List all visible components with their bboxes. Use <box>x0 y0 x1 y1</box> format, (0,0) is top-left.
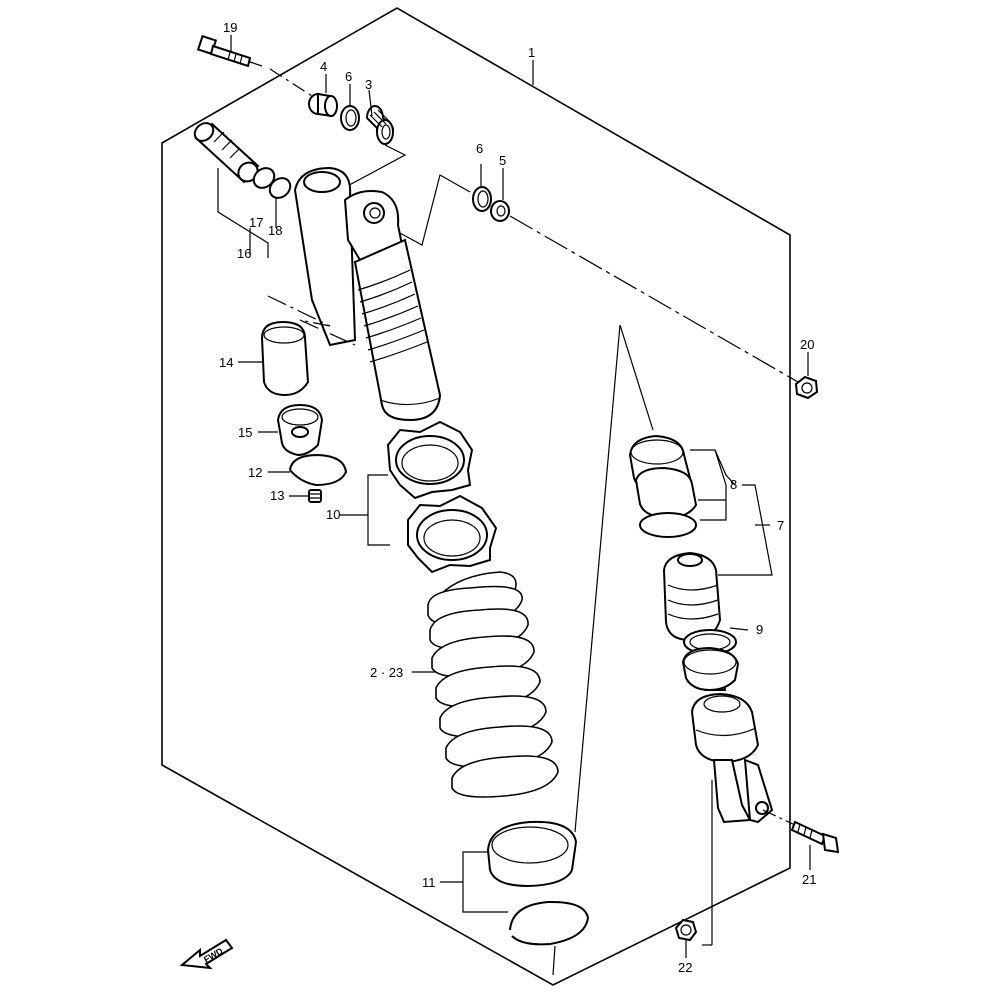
lower-clevis[interactable] <box>690 692 774 824</box>
stopper-ring-11[interactable] <box>509 900 590 946</box>
shock-absorber-body[interactable] <box>293 166 442 422</box>
o-ring-17[interactable] <box>250 164 278 192</box>
label-7: 7 <box>777 518 784 533</box>
label-14: 14 <box>219 355 233 370</box>
label-3: 3 <box>365 77 372 92</box>
label-20: 20 <box>800 337 814 352</box>
assembly-boundary <box>161 7 791 986</box>
collar-5[interactable] <box>490 200 510 222</box>
label-1: 1 <box>528 45 535 60</box>
label-5: 5 <box>499 153 506 168</box>
label-13: 13 <box>270 488 284 503</box>
nut-20[interactable] <box>794 375 819 400</box>
label-4: 4 <box>320 59 327 74</box>
seal-6-upper[interactable] <box>340 105 360 131</box>
seal-6-lower[interactable] <box>472 186 492 212</box>
spring-adjuster-nut-10-upper[interactable] <box>386 420 474 500</box>
label-6-upper: 6 <box>345 69 352 84</box>
nut-22[interactable] <box>674 918 698 942</box>
label-11: 11 <box>422 875 436 890</box>
label-21: 21 <box>802 872 816 887</box>
spring-adjuster-nut-10-lower[interactable] <box>407 494 498 574</box>
label-18: 18 <box>268 223 282 238</box>
bolt-19[interactable] <box>196 34 252 68</box>
bump-rubber-8[interactable] <box>628 434 698 538</box>
label-6-lower: 6 <box>476 141 483 156</box>
label-19: 19 <box>223 20 237 35</box>
fwd-arrow-icon: FWD <box>179 938 234 970</box>
label-17: 17 <box>249 215 263 230</box>
collar-4[interactable] <box>308 92 338 118</box>
label-10: 10 <box>326 507 340 522</box>
label-15: 15 <box>238 425 252 440</box>
adjuster-valve-16[interactable] <box>191 119 261 185</box>
bladder-14[interactable] <box>260 320 310 397</box>
coil-spring-2-23[interactable] <box>427 571 559 798</box>
label-2-23: 2 · 23 <box>370 665 403 680</box>
snap-ring-12[interactable] <box>289 453 348 487</box>
valve-13[interactable] <box>308 489 322 503</box>
o-ring-18[interactable] <box>266 174 294 202</box>
rod-collar[interactable] <box>681 646 740 692</box>
label-12: 12 <box>248 465 262 480</box>
label-8: 8 <box>730 477 737 492</box>
spring-seat-11[interactable] <box>486 820 578 888</box>
bolt-21[interactable] <box>790 820 840 854</box>
reservoir-cap-15[interactable] <box>276 403 324 457</box>
label-9: 9 <box>756 622 763 637</box>
label-16: 16 <box>237 246 251 261</box>
label-22: 22 <box>678 960 692 975</box>
